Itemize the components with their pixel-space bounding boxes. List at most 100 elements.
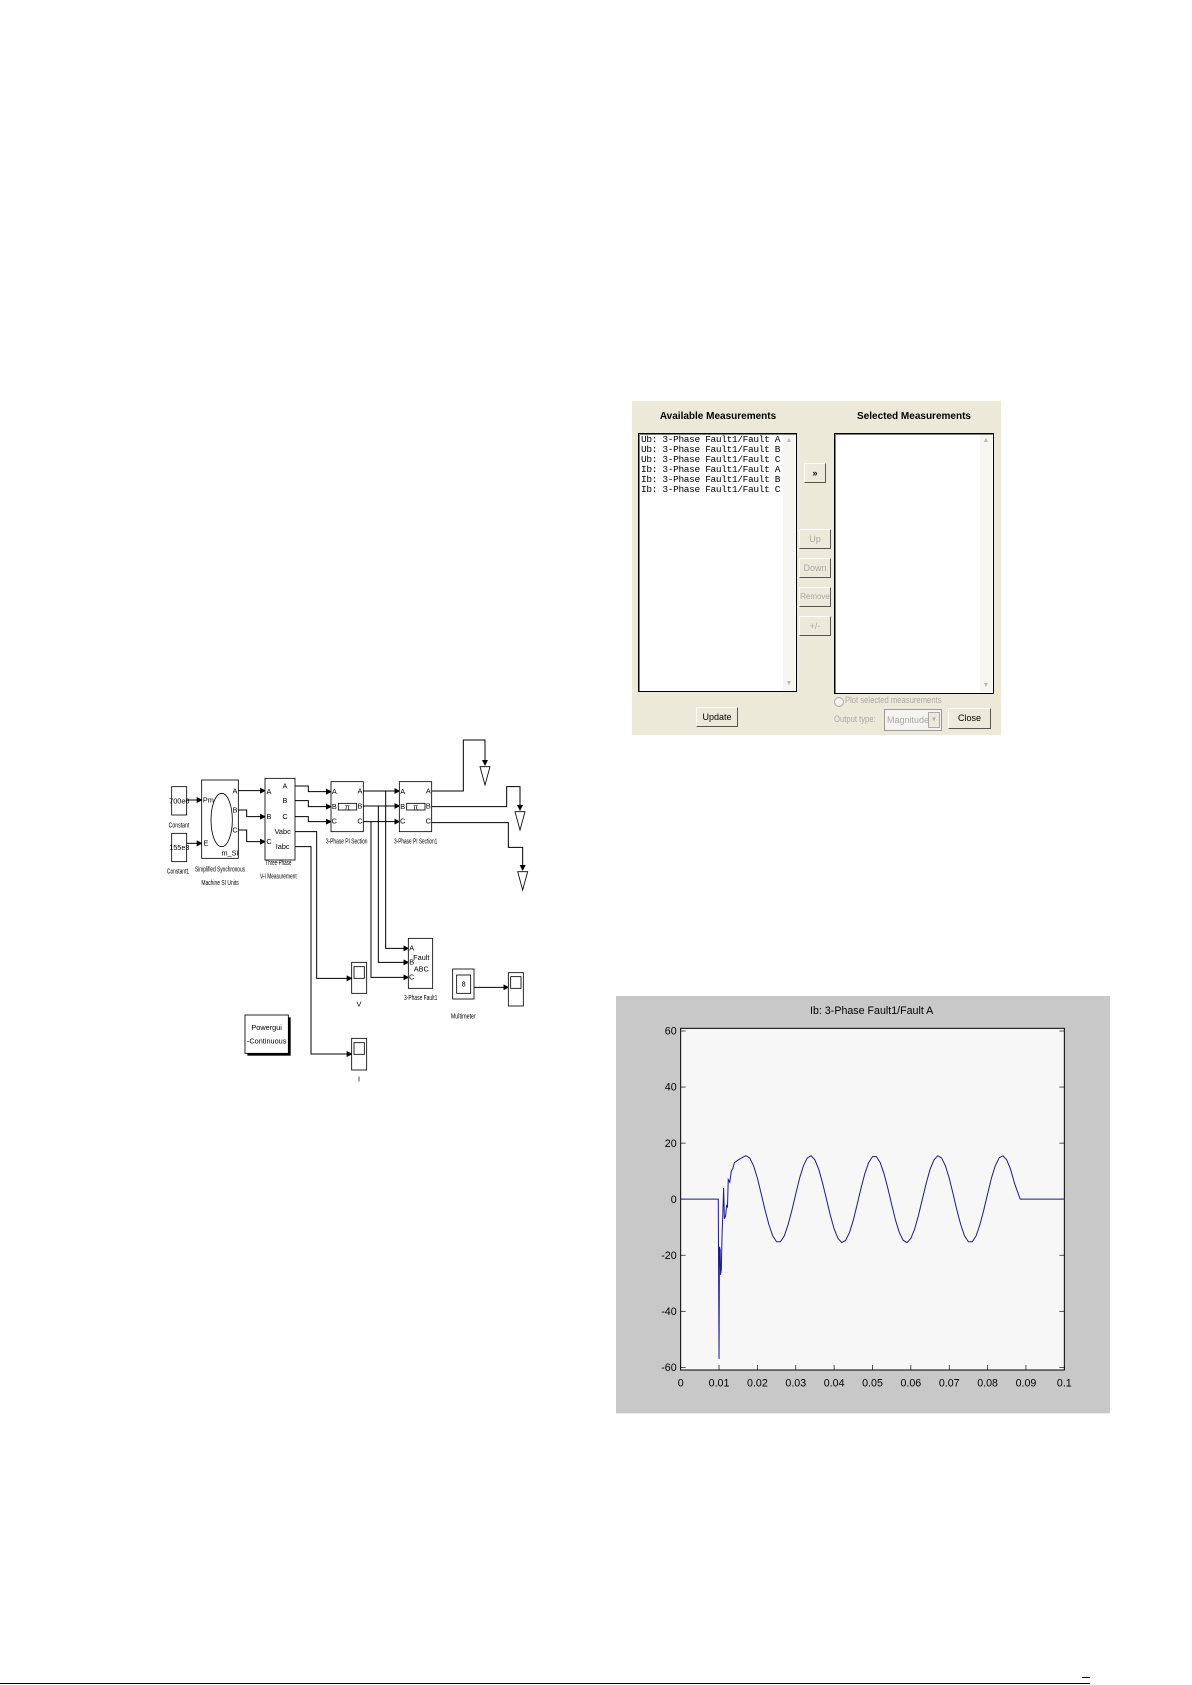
x-tick-label: 0.09: [1016, 1378, 1037, 1390]
add-measurement-button[interactable]: »: [804, 463, 826, 483]
multimeter-dialog: Available Measurements Selected Measurem…: [632, 401, 1001, 735]
fault-block[interactable]: [407, 937, 434, 989]
measurement-list-item[interactable]: Ib: 3-Phase Fault1/Fault A: [641, 464, 781, 475]
port-label: C: [409, 973, 415, 982]
series-line: [680, 1155, 1065, 1359]
scroll-down-icon: ▼: [785, 680, 793, 687]
x-tick-label: 0.06: [900, 1378, 921, 1390]
signal-lines: [186, 739, 526, 1057]
port-label: A: [267, 787, 272, 796]
scope-v-label: V: [357, 1000, 362, 1009]
y-tick-label: -40: [661, 1306, 676, 1318]
plot-selected-radio[interactable]: [834, 697, 844, 707]
measurement-list-item[interactable]: Ib: 3-Phase Fault1/Fault B: [641, 474, 781, 485]
powergui-block[interactable]: [244, 1014, 289, 1054]
x-tick-label: 0.02: [747, 1378, 768, 1390]
fault-text: Fault: [413, 953, 429, 962]
port-label: Iabc: [276, 842, 290, 851]
x-tick-label: 0.03: [785, 1378, 806, 1390]
scope-screen-icon: [353, 1042, 365, 1055]
scrollbar[interactable]: ▲▼: [783, 435, 795, 690]
constant-block[interactable]: [171, 786, 188, 816]
x-tick-label: 0.04: [824, 1378, 845, 1390]
measurement-list-item[interactable]: Ub: 3-Phase Fault1/Fault B: [641, 444, 781, 455]
port-label: A: [358, 786, 363, 795]
measurement-list-item[interactable]: Ib: 3-Phase Fault1/Fault C: [641, 484, 781, 495]
scrollbar[interactable]: ▲▼: [980, 435, 992, 692]
y-tick-label: 40: [665, 1082, 677, 1094]
output-type-select[interactable]: Magnitude▼: [884, 709, 942, 731]
port-label: B: [332, 802, 337, 811]
selected-measurements-title: Selected Measurements: [857, 411, 971, 422]
scope-plot: Ib: 3-Phase Fault1/Fault A 0 0.01 0.02 0.03…: [616, 996, 1110, 1414]
measurement-list-item[interactable]: Ub: 3-Phase Fault1/Fault A: [641, 435, 781, 445]
vi-label: V-I Measurement: [260, 871, 297, 880]
y-tick-label: 20: [665, 1138, 677, 1150]
scroll-down-icon: ▼: [982, 682, 990, 689]
powergui-label: -Continuous: [247, 1036, 287, 1045]
output-type-value: Magnitude: [887, 715, 930, 725]
page-footer-rule: [0, 1683, 1090, 1684]
down-button[interactable]: Down: [799, 558, 831, 578]
port-label: B: [409, 958, 414, 967]
port-label: B: [267, 812, 272, 821]
remove-button[interactable]: Remove: [799, 587, 831, 607]
constant1-block[interactable]: [171, 832, 188, 863]
port-label: A: [283, 781, 288, 790]
port-label: C: [357, 816, 363, 825]
port-label: A: [409, 944, 414, 953]
port-label: B: [358, 802, 363, 811]
pi-symbol: π: [413, 802, 418, 811]
port-label: B: [426, 802, 431, 811]
available-measurements-title: Available Measurements: [659, 411, 777, 422]
output-type-label: Output type:: [834, 714, 876, 724]
port-label: Vabc: [275, 827, 291, 836]
page-footer-mark: [1082, 1677, 1090, 1678]
scope-screen-icon: [353, 966, 365, 979]
ground-load-icon: [517, 871, 529, 892]
ground-load-icon: [514, 811, 526, 832]
scroll-up-icon: ▲: [785, 437, 793, 444]
selected-measurements-list[interactable]: ▲▼: [834, 433, 994, 694]
vi-label: Three-Phase: [265, 858, 291, 867]
port-label: C: [426, 816, 432, 825]
x-tick-label: 0.1: [1057, 1378, 1072, 1390]
y-tick-label: -60: [661, 1362, 676, 1374]
port-label: C: [332, 816, 338, 825]
port-label: B: [283, 796, 288, 805]
vi-measurement-block[interactable]: [264, 777, 296, 861]
port-label: C: [266, 837, 272, 846]
constant-value: 700e6: [169, 796, 189, 805]
port-label: Pm: [203, 795, 214, 804]
measurement-list-item[interactable]: Ub: 3-Phase Fault1/Fault C: [641, 454, 781, 465]
machine-label: Machine SI Units: [201, 878, 239, 887]
constant-label: Constant: [169, 821, 190, 830]
constant1-label: Constant1: [167, 866, 189, 875]
sign-button[interactable]: +/-: [799, 616, 831, 636]
port-label: A: [400, 787, 405, 796]
chart-title: Ib: 3-Phase Fault1/Fault A: [810, 1005, 934, 1017]
simulink-diagram: 700e6 Constant 155e3 Constant1 Pm E A B …: [167, 739, 529, 1084]
constant1-value: 155e3: [169, 843, 189, 852]
y-tick-label: -20: [661, 1250, 676, 1262]
x-tick-label: 0: [678, 1378, 684, 1390]
x-tick-label: 0.01: [709, 1378, 730, 1390]
port-label: A: [233, 786, 238, 795]
pi-symbol-icon: [337, 802, 358, 811]
update-button[interactable]: Update: [696, 707, 738, 727]
multimeter-label: Multimeter: [451, 1011, 476, 1020]
y-tick-label: 60: [665, 1026, 677, 1038]
plot-axes: [680, 1027, 1065, 1371]
fault-label: 3-Phase Fault1: [404, 993, 437, 1002]
scroll-up-icon: ▲: [982, 437, 990, 444]
port-label: A: [426, 786, 431, 795]
y-tick-label: 0: [671, 1194, 677, 1206]
multimeter-display-icon: [456, 974, 472, 994]
ground-load-icon: [479, 766, 491, 787]
close-button[interactable]: Close: [948, 708, 991, 729]
pi-section-label: 3-Phase PI Section: [326, 836, 368, 845]
x-tick-label: 0.07: [939, 1378, 960, 1390]
up-button[interactable]: Up: [799, 529, 831, 549]
